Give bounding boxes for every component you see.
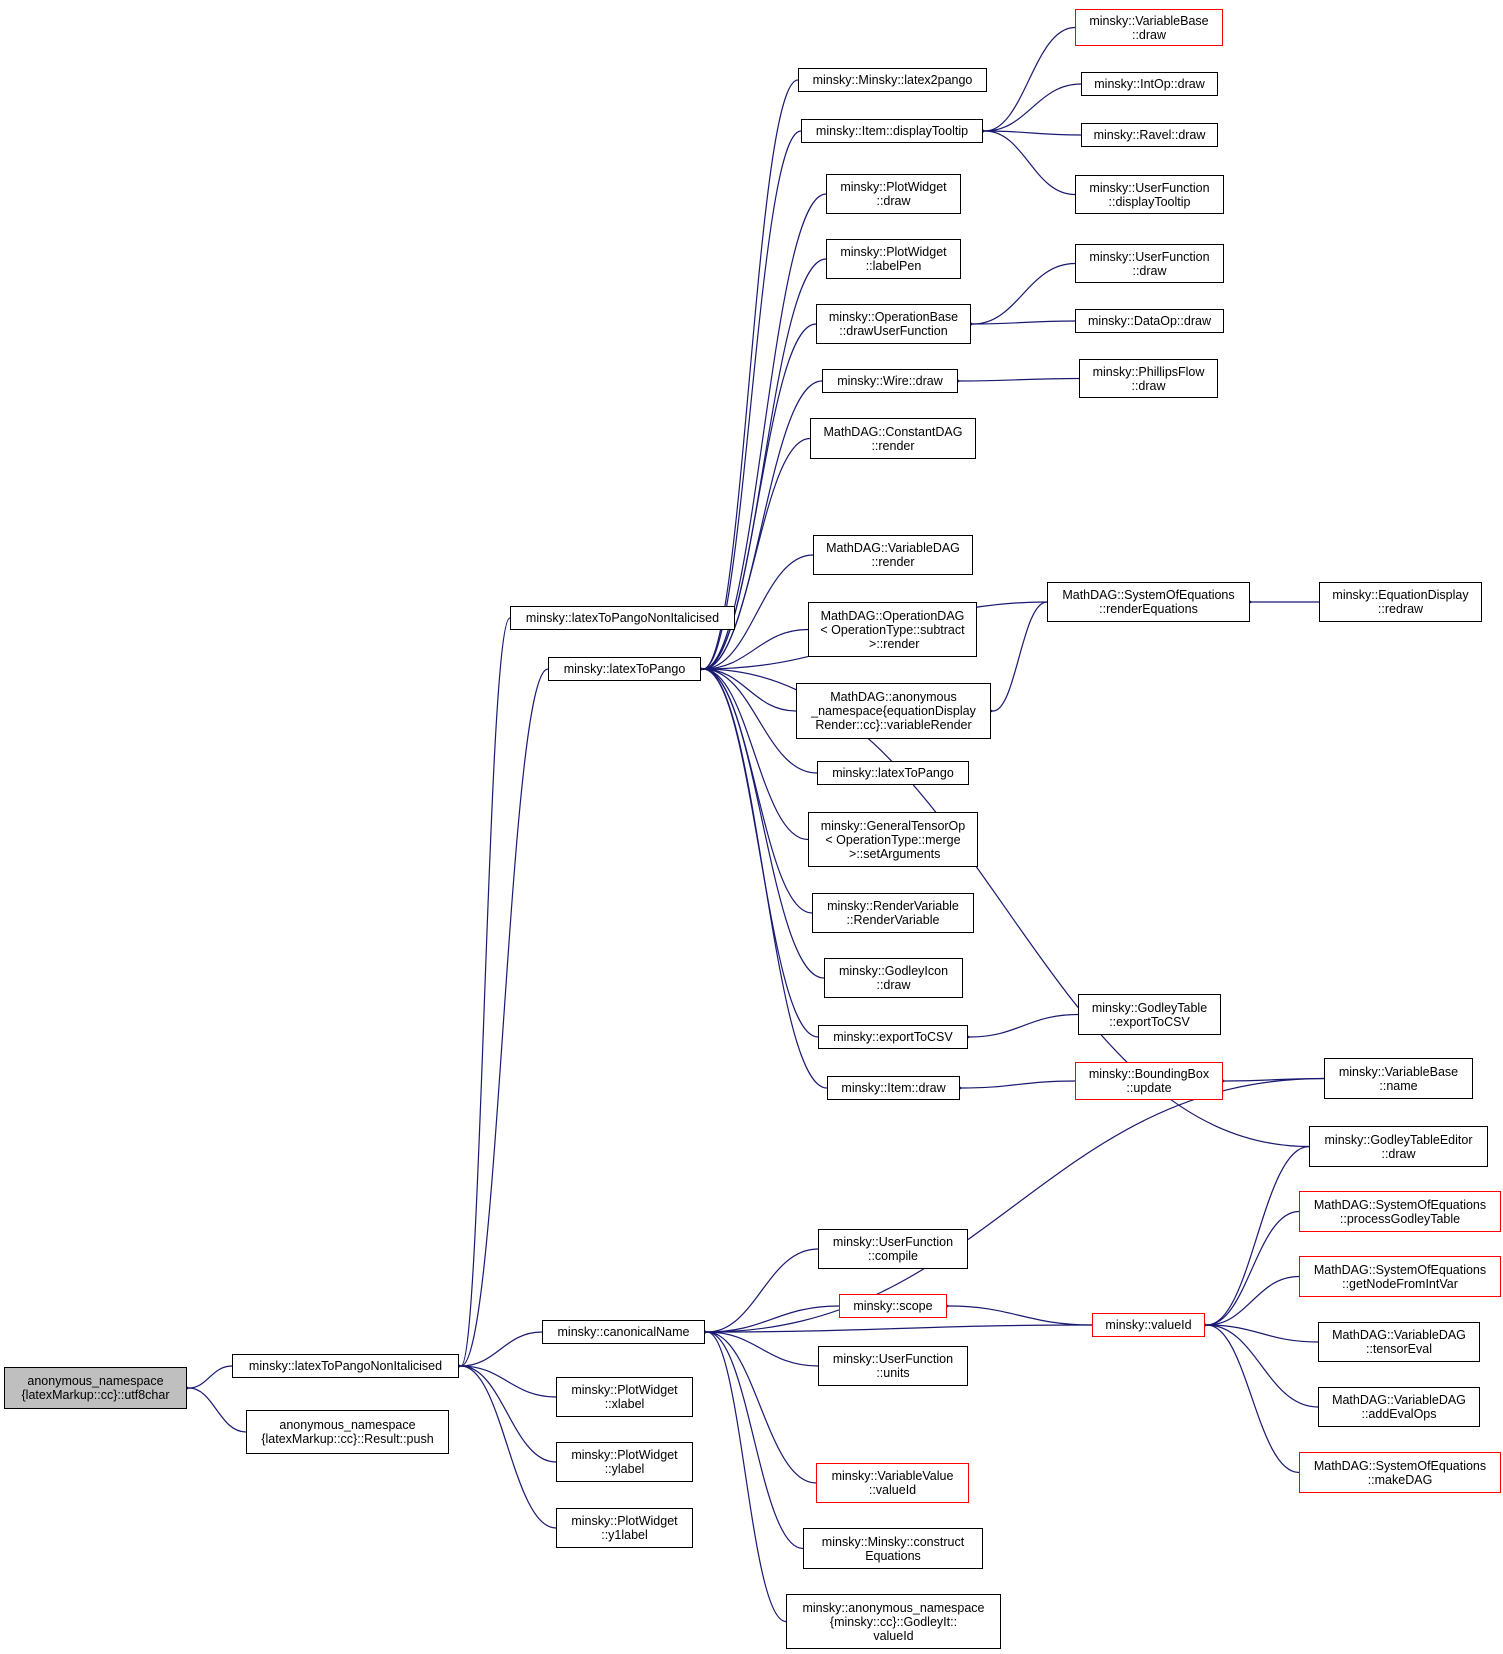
node-constructEq[interactable]: minsky::Minsky::construct Equations — [803, 1528, 983, 1569]
edge-group — [180, 26, 1325, 1623]
node-soe-getNode[interactable]: MathDAG::SystemOfEquations ::getNodeFrom… — [1299, 1256, 1501, 1297]
node-pw-ylabel[interactable]: minsky::PlotWidget ::ylabel — [556, 1442, 693, 1482]
node-vardag-addEvalOps[interactable]: MathDAG::VariableDAG ::addEvalOps — [1318, 1387, 1480, 1427]
node-soe-renderEq[interactable]: MathDAG::SystemOfEquations ::renderEquat… — [1047, 582, 1250, 622]
edge-ltp-to-gto_setArgs — [694, 664, 809, 841]
node-displayTooltip[interactable]: minsky::Item::displayTooltip — [801, 119, 983, 143]
node-godleyIt-valueId[interactable]: minsky::anonymous_namespace {minsky::cc}… — [786, 1594, 1001, 1649]
edge-ltp-to-opdag_render — [694, 628, 809, 674]
node-bbox-update[interactable]: minsky::BoundingBox ::update — [1075, 1062, 1223, 1100]
node-valueId[interactable]: minsky::valueId — [1092, 1313, 1205, 1337]
edge-valueId-to-gte_draw — [1198, 1145, 1310, 1330]
edge-displayTooltip-to-intop_draw — [976, 83, 1082, 136]
node-gt-exportToCSV[interactable]: minsky::GodleyTable ::exportToCSV — [1078, 994, 1221, 1035]
node-opdag-render[interactable]: MathDAG::OperationDAG < OperationType::s… — [808, 602, 977, 657]
node-varRender[interactable]: MathDAG::anonymous _namespace{equationDi… — [796, 683, 991, 739]
edge-valueId-to-soe_getNode — [1198, 1275, 1300, 1330]
edge-ltpni_main-to-ltp — [452, 668, 549, 1371]
node-eqdisp-redraw[interactable]: minsky::EquationDisplay ::redraw — [1319, 582, 1482, 622]
edge-displayTooltip-to-ravel_draw — [976, 126, 1082, 136]
node-intop-draw[interactable]: minsky::IntOp::draw — [1081, 72, 1218, 96]
node-varbase-draw[interactable]: minsky::VariableBase ::draw — [1075, 9, 1223, 46]
edge-exportToCSV-to-gt_exportToCSV — [961, 1013, 1079, 1042]
node-push[interactable]: anonymous_namespace {latexMarkup::cc}::R… — [246, 1410, 449, 1454]
node-latex2pango[interactable]: minsky::Minsky::latex2pango — [798, 68, 987, 92]
edge-ltp-to-constdag_render — [694, 437, 811, 674]
node-ltpni-top[interactable]: minsky::latexToPangoNonItalicised — [510, 606, 735, 630]
edge-ltp-to-vardag_render — [694, 554, 814, 674]
node-pw-labelPen[interactable]: minsky::PlotWidget ::labelPen — [826, 239, 961, 279]
node-scope[interactable]: minsky::scope — [839, 1294, 947, 1318]
node-pw-y1label[interactable]: minsky::PlotWidget ::y1label — [556, 1508, 693, 1548]
node-rendervar[interactable]: minsky::RenderVariable ::RenderVariable — [812, 893, 974, 933]
node-ravel-draw[interactable]: minsky::Ravel::draw — [1081, 123, 1218, 147]
node-constdag-render[interactable]: MathDAG::ConstantDAG ::render — [810, 418, 976, 459]
edge-ltp-to-godleyicon_draw — [694, 664, 825, 979]
edge-utf8char-to-push — [180, 1383, 247, 1433]
edge-varRender-to-soe_renderEq — [984, 601, 1048, 716]
edge-valueId-to-vardag_addEvalOps — [1198, 1320, 1319, 1408]
edge-canonicalName-to-uf_compile — [698, 1248, 819, 1337]
node-wire-draw[interactable]: minsky::Wire::draw — [822, 369, 958, 393]
edge-wire_draw-to-phillips_draw — [951, 376, 1080, 386]
edge-ltp-to-latex2pango — [694, 79, 799, 674]
edge-valueId-to-vardag_tensorEval — [1198, 1320, 1319, 1343]
node-pw-xlabel[interactable]: minsky::PlotWidget ::xlabel — [556, 1377, 693, 1417]
edge-ltp-to-pw_draw — [694, 193, 827, 674]
node-utf8char: anonymous_namespace {latexMarkup::cc}::u… — [4, 1367, 187, 1409]
edge-ltpni_main-to-pw_xlabel — [452, 1361, 557, 1398]
node-canonicalName[interactable]: minsky::canonicalName — [542, 1320, 705, 1344]
edge-op_drawUF-to-dataop_draw — [964, 319, 1076, 329]
node-vardag-render[interactable]: MathDAG::VariableDAG ::render — [813, 535, 973, 575]
node-ltp2[interactable]: minsky::latexToPango — [817, 761, 969, 785]
node-op-drawUF[interactable]: minsky::OperationBase ::drawUserFunction — [816, 304, 971, 344]
edge-ltp-to-item_draw — [694, 664, 828, 1089]
edge-ltp-to-op_drawUF — [694, 323, 817, 674]
edge-canonicalName-to-vv_valueId — [698, 1327, 817, 1484]
edge-ltp-to-varRender — [694, 664, 797, 712]
edge-ltpni_main-to-canonicalName — [452, 1331, 543, 1371]
edge-valueId-to-soe_processGT — [1198, 1210, 1300, 1330]
edge-ltpni_main-to-ltpni_top — [452, 617, 511, 1371]
node-vv-valueId[interactable]: minsky::VariableValue ::valueId — [816, 1463, 969, 1503]
edge-scope-to-valueId — [940, 1301, 1093, 1326]
edge-valueId-to-soe_makeDAG — [1198, 1320, 1300, 1474]
edge-canonicalName-to-valueId — [698, 1324, 1093, 1337]
edge-item_draw-to-bbox_update — [953, 1080, 1076, 1093]
node-vardag-tensorEval[interactable]: MathDAG::VariableDAG ::tensorEval — [1318, 1322, 1480, 1362]
edge-displayTooltip-to-uf_displayTooltip — [976, 126, 1076, 196]
edge-canonicalName-to-uf_units — [698, 1327, 819, 1367]
edge-canonicalName-to-godleyIt_valueId — [698, 1327, 787, 1623]
edge-utf8char-to-ltpni_main — [180, 1365, 233, 1393]
node-uf-draw[interactable]: minsky::UserFunction ::draw — [1075, 244, 1224, 283]
node-varbase-name[interactable]: minsky::VariableBase ::name — [1324, 1058, 1473, 1099]
node-gte-draw[interactable]: minsky::GodleyTableEditor ::draw — [1309, 1126, 1488, 1167]
edge-ltpni_main-to-pw_y1label — [452, 1361, 557, 1529]
edge-canonicalName-to-scope — [698, 1305, 840, 1337]
node-soe-makeDAG[interactable]: MathDAG::SystemOfEquations ::makeDAG — [1299, 1452, 1501, 1493]
node-uf-compile[interactable]: minsky::UserFunction ::compile — [818, 1229, 968, 1269]
node-uf-units[interactable]: minsky::UserFunction ::units — [818, 1346, 968, 1386]
node-soe-processGT[interactable]: MathDAG::SystemOfEquations ::processGodl… — [1299, 1191, 1501, 1232]
node-exportToCSV[interactable]: minsky::exportToCSV — [818, 1025, 968, 1049]
edge-canonicalName-to-varbase_name — [698, 1077, 1325, 1337]
node-gto-setArgs[interactable]: minsky::GeneralTensorOp < OperationType:… — [808, 812, 978, 867]
edge-ltp-to-displayTooltip — [694, 130, 802, 674]
edge-op_drawUF-to-uf_draw — [964, 262, 1076, 329]
node-item-draw[interactable]: minsky::Item::draw — [827, 1076, 960, 1100]
node-pw-draw[interactable]: minsky::PlotWidget ::draw — [826, 174, 961, 214]
node-phillips-draw[interactable]: minsky::PhillipsFlow ::draw — [1079, 359, 1218, 398]
edge-ltpni_main-to-pw_ylabel — [452, 1361, 557, 1463]
edge-canonicalName-to-constructEq — [698, 1327, 804, 1550]
edge-ltp-to-ltp2 — [694, 664, 818, 774]
edge-displayTooltip-to-varbase_draw — [976, 26, 1076, 136]
node-godleyicon-draw[interactable]: minsky::GodleyIcon ::draw — [824, 958, 963, 998]
node-ltp[interactable]: minsky::latexToPango — [548, 657, 701, 681]
node-uf-displayTooltip[interactable]: minsky::UserFunction ::displayTooltip — [1075, 175, 1224, 214]
node-ltpni-main[interactable]: minsky::latexToPangoNonItalicised — [232, 1354, 459, 1378]
node-dataop-draw[interactable]: minsky::DataOp::draw — [1075, 309, 1224, 333]
